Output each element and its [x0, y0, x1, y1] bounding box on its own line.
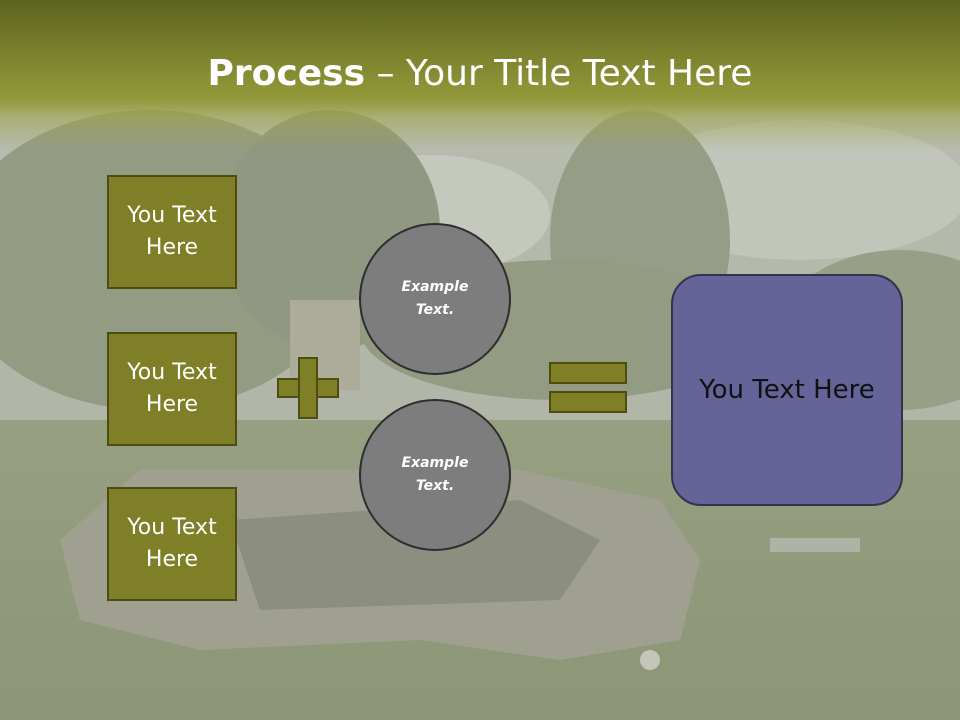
equals-icon-bottom-bar[interactable]: [549, 391, 627, 413]
equals-icon-top-bar[interactable]: [549, 362, 627, 384]
example-circle-1[interactable]: Example Text.: [359, 223, 511, 375]
text-box-label: You Text Here: [127, 515, 217, 572]
plus-icon[interactable]: [277, 357, 339, 419]
example-circle-2[interactable]: Example Text.: [359, 399, 511, 551]
text-box-label: You Text Here: [127, 203, 217, 260]
slide-title[interactable]: Process – Your Title Text Here: [0, 52, 960, 96]
text-box-1[interactable]: You Text Here: [107, 175, 237, 289]
circle-label: Example Text.: [401, 279, 469, 318]
text-box-label: You Text Here: [127, 360, 217, 417]
title-rest: – Your Title Text Here: [365, 53, 753, 94]
result-label: You Text Here: [699, 375, 875, 405]
text-box-3[interactable]: You Text Here: [107, 487, 237, 601]
plus-center: [300, 380, 316, 396]
result-box[interactable]: You Text Here: [671, 274, 903, 506]
text-box-2[interactable]: You Text Here: [107, 332, 237, 446]
circle-label: Example Text.: [401, 455, 469, 494]
title-bold: Process: [207, 53, 366, 94]
title-band: [0, 0, 960, 150]
